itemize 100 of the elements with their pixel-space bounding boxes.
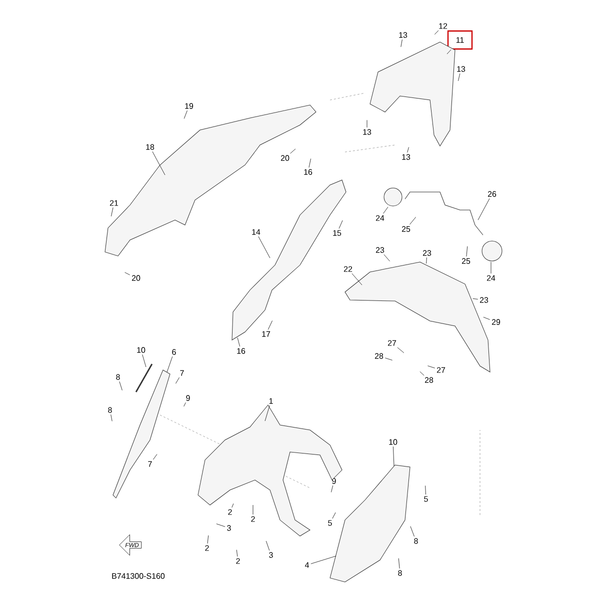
leader-line: [152, 454, 158, 460]
leader-line: [407, 147, 409, 153]
callout-number: 13: [399, 32, 408, 38]
callout-number: 16: [237, 348, 246, 354]
callout-number: 3: [227, 525, 231, 531]
leader-line: [483, 316, 490, 320]
callout-number: 13: [363, 129, 372, 135]
callout-number: 10: [389, 439, 398, 445]
leader-line: [290, 148, 296, 154]
callout-number: 28: [424, 377, 434, 383]
callout-number: 24: [486, 275, 496, 281]
callout-number: 9: [186, 395, 190, 401]
leader-line: [236, 550, 238, 557]
leader-line: [268, 320, 272, 330]
callout-number: 20: [280, 155, 290, 161]
callout-number: 15: [333, 230, 342, 236]
leader-line: [310, 556, 336, 564]
front-fender: [198, 404, 342, 536]
callout-number: 13: [457, 66, 466, 72]
leader-line: [237, 338, 240, 347]
callout-number: 11: [447, 30, 473, 50]
leader-line: [410, 216, 416, 225]
callout-number: 4: [304, 562, 309, 568]
callout-number: 2: [236, 558, 240, 564]
side-cover: [104, 104, 316, 256]
callout-number: 24: [376, 215, 384, 221]
callout-number: 8: [398, 570, 402, 576]
leader-line: [466, 246, 468, 257]
leader-line: [184, 110, 188, 119]
callout-number: 26: [488, 191, 496, 197]
callout-number: 8: [108, 407, 112, 413]
callout-number: 17: [262, 331, 270, 337]
callout-number: 5: [424, 496, 428, 502]
side-panel: [112, 370, 170, 498]
leader-line: [124, 272, 130, 276]
callout-number: 21: [110, 200, 118, 206]
leader-line: [434, 30, 439, 35]
leader-line: [410, 526, 414, 537]
leader-line: [332, 512, 336, 519]
leader-line: [490, 262, 492, 274]
leader-line: [176, 377, 180, 384]
callout-number: 5: [328, 520, 332, 526]
leader-line: [308, 158, 311, 168]
callout-number: 2: [228, 509, 232, 515]
bracket: [370, 42, 456, 146]
callout-number: 27: [436, 367, 446, 373]
callout-number: 25: [462, 258, 470, 264]
callout-number: 23: [480, 297, 488, 303]
callout-number: 29: [492, 319, 500, 325]
leader-line: [384, 358, 392, 360]
leader-line: [232, 503, 234, 508]
callout-number: 23: [422, 250, 432, 256]
leader-line: [397, 347, 404, 353]
leader-line: [266, 540, 270, 551]
leader-line: [400, 39, 402, 48]
callout-number: 6: [172, 349, 176, 355]
leader-line: [111, 207, 114, 216]
leader-line: [428, 366, 436, 368]
callout-number: 23: [376, 247, 384, 253]
leader-line: [472, 298, 478, 300]
leader-line: [425, 486, 426, 495]
callout-number: 18: [146, 144, 154, 150]
trim-strip: [135, 364, 153, 392]
leader-line: [166, 356, 173, 372]
leader-line: [184, 402, 186, 407]
callout-number: 20: [132, 275, 140, 281]
leader-line: [458, 73, 460, 82]
reflector: [482, 240, 502, 262]
reflector: [384, 188, 402, 206]
leader-line: [352, 273, 362, 286]
callout-number: 14: [252, 229, 260, 235]
callout-number: 27: [388, 340, 396, 346]
diagram-code: B741300-S160: [112, 573, 165, 579]
callout-number: 22: [344, 266, 352, 272]
leader-line: [446, 49, 452, 54]
callout-number: 2: [205, 545, 209, 551]
leader-line: [338, 220, 343, 229]
leader-line: [366, 120, 368, 128]
callout-number: 1: [269, 398, 273, 404]
callout-number: 13: [402, 154, 410, 160]
leader-line: [258, 236, 270, 258]
callout-number: 19: [185, 103, 194, 109]
side-panel: [330, 464, 410, 582]
leader-line: [216, 524, 226, 527]
callout-number: 16: [304, 169, 312, 175]
leader-line: [142, 354, 146, 368]
leader-line: [119, 381, 122, 390]
leader-line: [384, 254, 390, 262]
callout-number: 8: [116, 374, 120, 380]
leader-line: [478, 198, 490, 220]
callout-number: 12: [439, 23, 448, 29]
leader-line: [264, 405, 270, 422]
leader-line: [393, 446, 394, 466]
callout-number: 28: [374, 353, 384, 359]
callout-number: 25: [402, 226, 410, 232]
leader-line: [252, 504, 254, 515]
leader-line: [152, 151, 166, 176]
callout-number: 3: [269, 552, 273, 558]
callout-number: 7: [148, 461, 152, 467]
leader-line: [383, 206, 388, 214]
